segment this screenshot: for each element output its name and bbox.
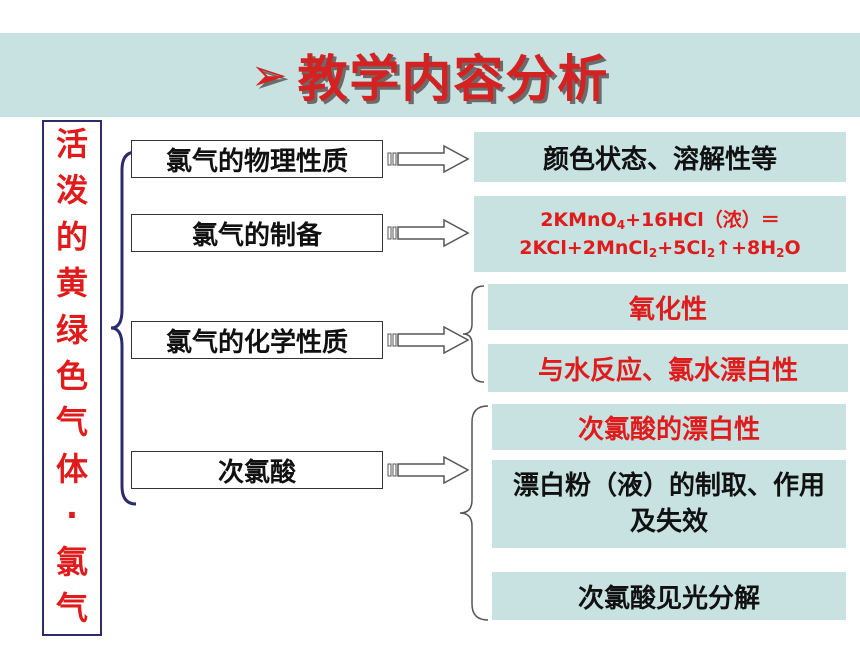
title-char: 体 [55, 449, 88, 488]
topic-label: 氯气的物理性质 [165, 146, 348, 177]
detail-photolysis: 次氯酸见光分解 [492, 572, 846, 620]
detail-text: 次氯酸见光分解 [577, 583, 760, 614]
right-arrow-icon [387, 218, 470, 248]
topic-physical-properties: 氯气的物理性质 [131, 140, 383, 178]
right-arrow-icon [387, 144, 470, 174]
title-char: 黄 [55, 264, 88, 303]
right-arrow-icon [387, 325, 470, 355]
vertical-topic-title: 活 泼 的 黄 绿 色 气 体 · 氯 气 [42, 120, 102, 636]
title-char: 气 [55, 403, 88, 442]
hypochlorous-brace-icon [459, 405, 489, 621]
detail-text: 漂白粉（液）的制取、作用及失效 [512, 470, 825, 537]
title-char: · [65, 496, 79, 535]
equation-line-1: 2KMnO4+16HCl（浓）＝ [540, 208, 780, 232]
arrow-bullet-icon: ➢ [250, 49, 288, 101]
detail-bleaching: 次氯酸的漂白性 [492, 404, 846, 450]
topic-preparation: 氯气的制备 [131, 214, 383, 252]
equation-line-2: 2KCl+2MnCl2+5Cl2↑+8H2O [519, 237, 801, 260]
title-char: 气 [55, 588, 88, 627]
slide-title: 教学内容分析 [297, 50, 610, 108]
detail-text: 次氯酸的漂白性 [577, 414, 760, 445]
detail-text: 氧化性 [628, 294, 707, 325]
topic-label: 次氯酸 [217, 457, 296, 488]
detail-preparation-equation: 2KMnO4+16HCl（浓）＝ 2KCl+2MnCl2+5Cl2↑+8H2O [474, 196, 846, 272]
title-char: 活 [55, 125, 88, 163]
right-arrow-icon [387, 455, 470, 485]
detail-water-reaction: 与水反应、氯水漂白性 [488, 344, 848, 392]
detail-physical: 颜色状态、溶解性等 [474, 132, 846, 182]
title-char: 泼 [55, 171, 88, 210]
detail-text: 颜色状态、溶解性等 [542, 144, 777, 175]
title-char: 的 [55, 217, 88, 256]
topic-chemical-properties: 氯气的化学性质 [131, 321, 383, 359]
topic-hypochlorous-acid: 次氯酸 [131, 451, 383, 489]
main-brace-icon [110, 150, 137, 506]
title-char: 色 [55, 356, 88, 395]
title-char: 绿 [55, 310, 88, 349]
detail-bleaching-powder: 漂白粉（液）的制取、作用及失效 [492, 460, 846, 548]
title-banner: ➢ 教学内容分析 [0, 33, 860, 117]
chemical-brace-icon [462, 285, 485, 383]
detail-text: 与水反应、氯水漂白性 [537, 355, 798, 386]
title-char: 氯 [55, 542, 88, 581]
topic-label: 氯气的制备 [191, 220, 322, 251]
topic-label: 氯气的化学性质 [165, 327, 348, 358]
detail-oxidizing: 氧化性 [488, 284, 848, 330]
